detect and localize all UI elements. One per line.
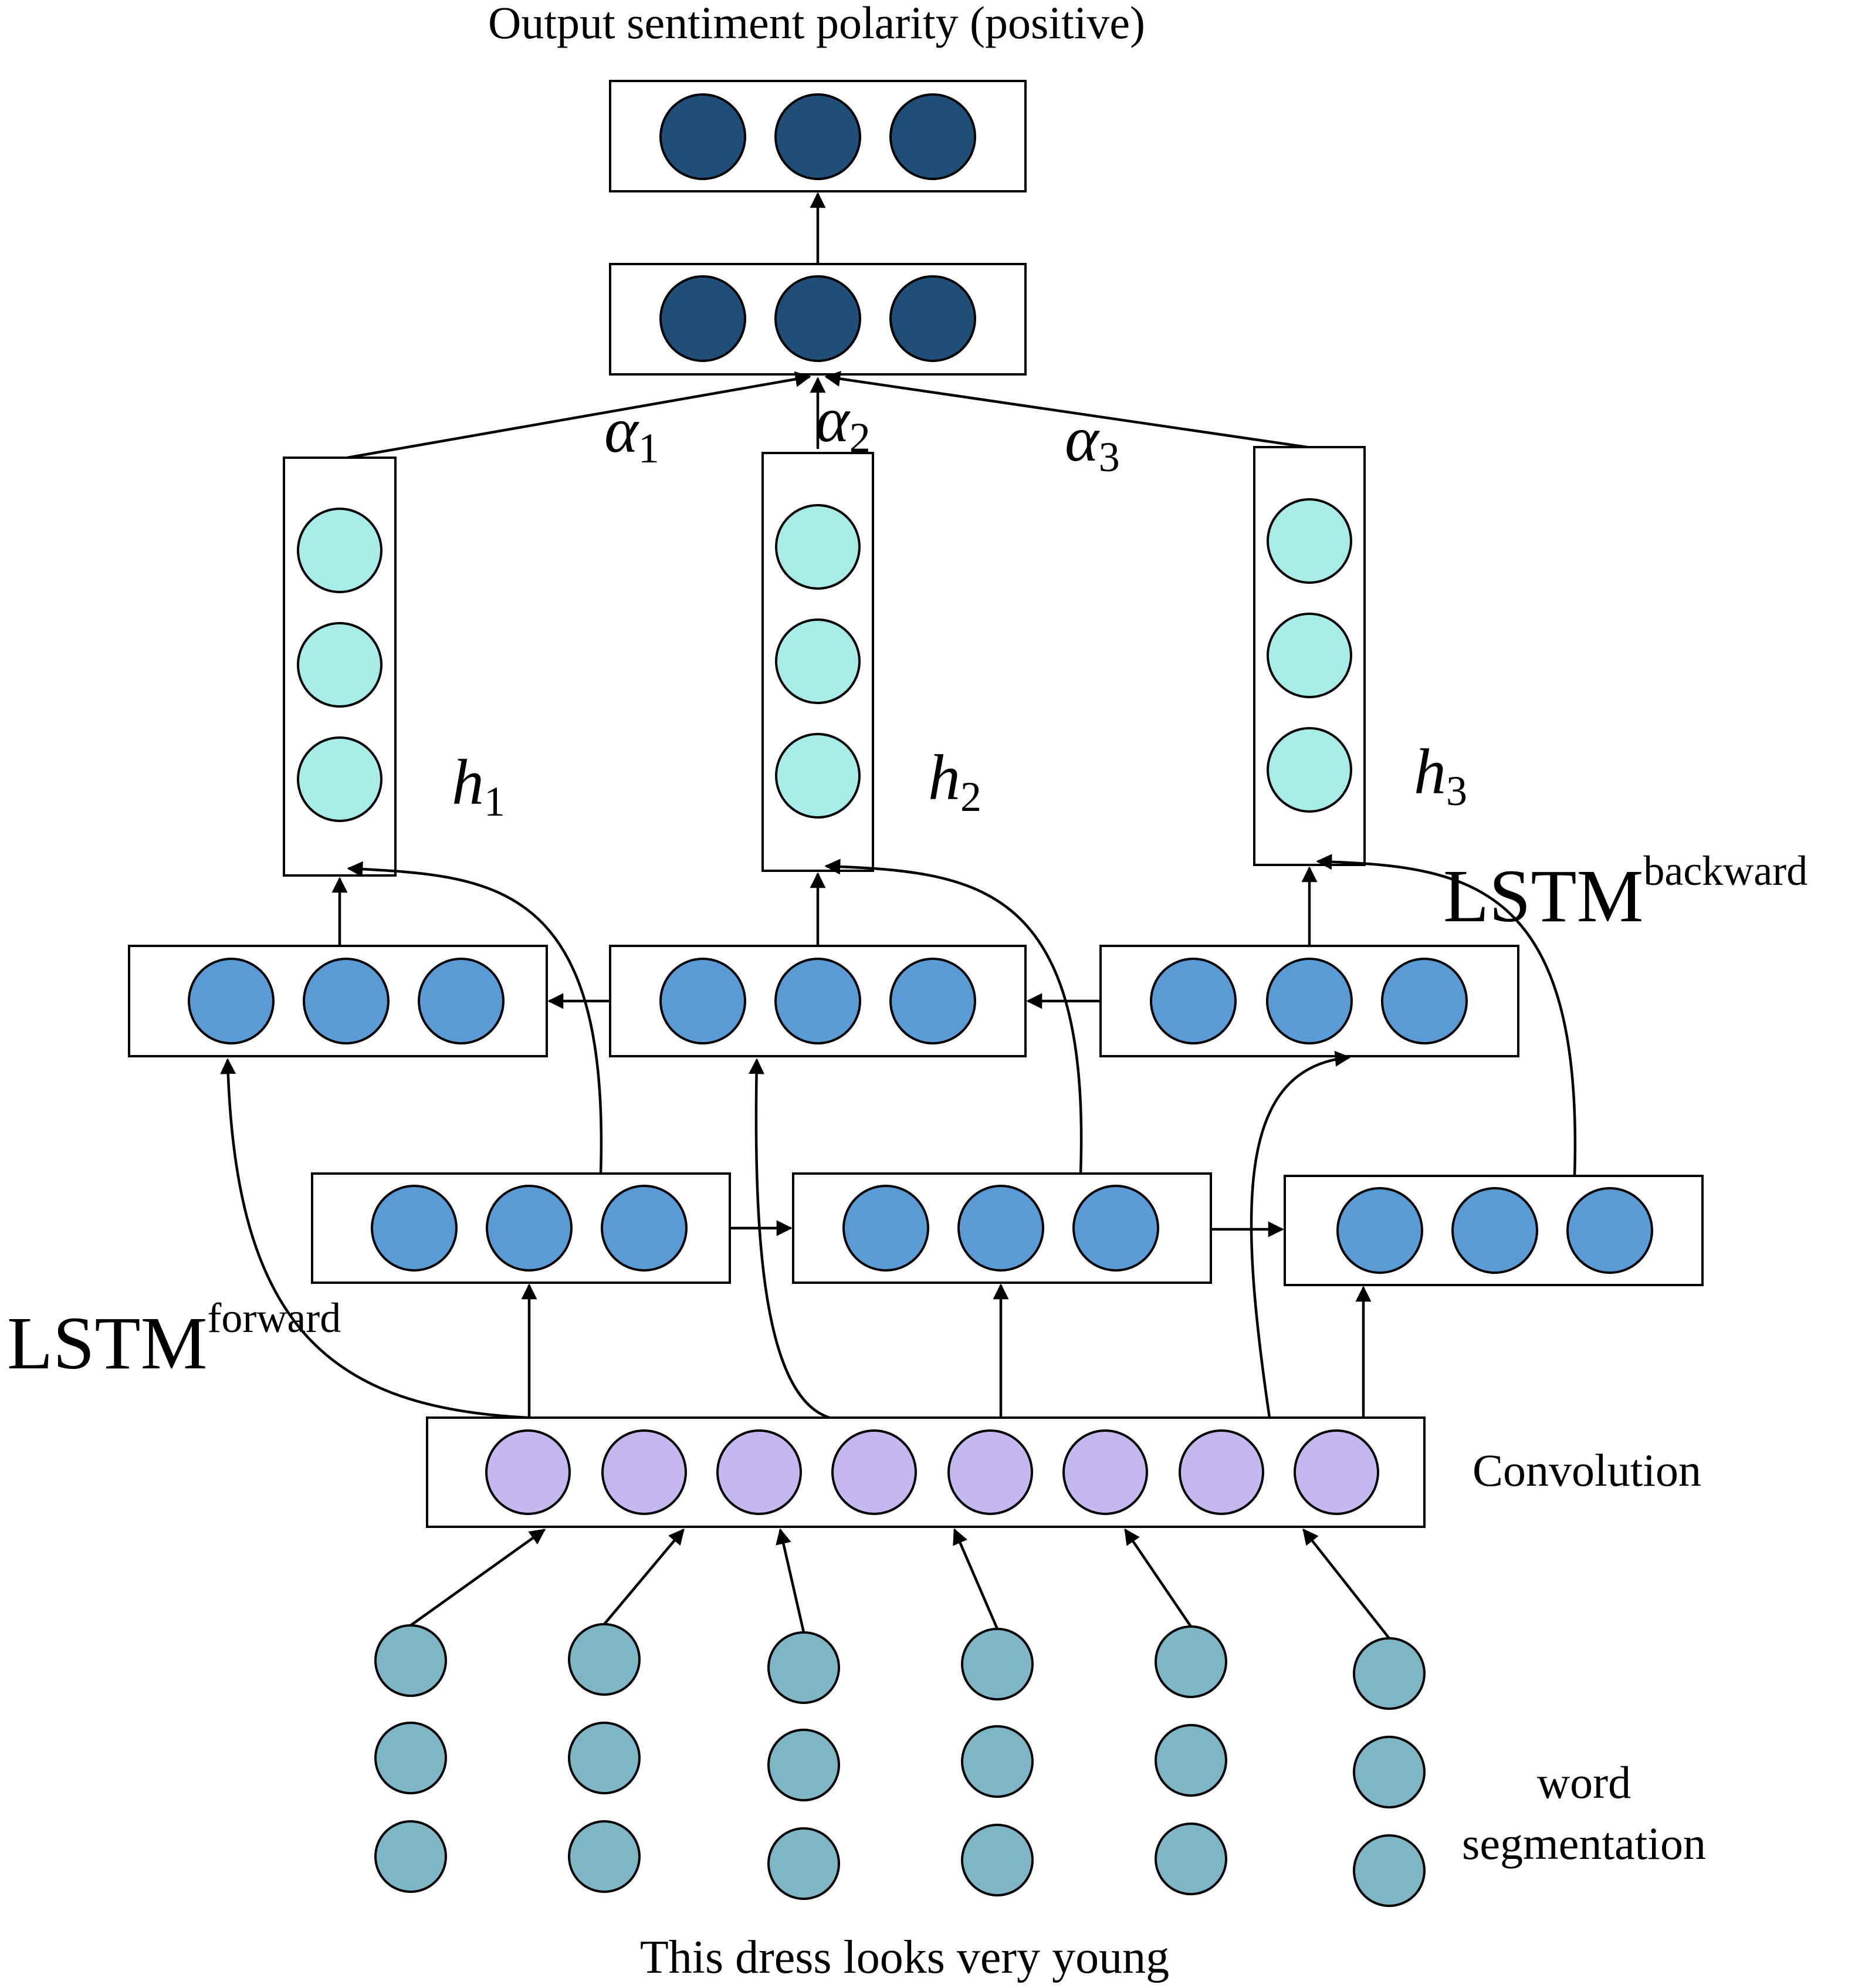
conv-to-backward-3-curve (1250, 1050, 1351, 1418)
conv-node (1179, 1429, 1264, 1515)
alpha-3-label: α3 (1065, 403, 1120, 481)
forward-lstm-nodes (371, 1185, 1653, 1274)
conv-to-backward-2-curve (749, 1058, 830, 1419)
attention-node (889, 275, 976, 362)
h3-label: h3 (1414, 736, 1467, 814)
hidden-node (297, 508, 382, 593)
word-4-to-conv-arrow (953, 1528, 999, 1629)
lstm-node (1451, 1187, 1538, 1274)
hidden-node (1267, 727, 1352, 813)
word-node (568, 1820, 641, 1893)
lstm-node (1381, 958, 1468, 1044)
h3-to-attention-line (824, 371, 1308, 449)
lstm-backward-label: LSTMbackward (1443, 847, 1807, 938)
word-node (374, 1820, 447, 1893)
alpha-1-label: α1 (604, 394, 659, 472)
word-2-to-conv-arrow (603, 1528, 685, 1625)
lstm-node (486, 1185, 573, 1272)
word-node (961, 1725, 1034, 1798)
word-node (1353, 1834, 1426, 1907)
conv-to-backward-1-curve (220, 1058, 530, 1419)
convolution-label: Convolution (1473, 1445, 1701, 1496)
conv-node (831, 1429, 917, 1515)
lstm-node (371, 1185, 458, 1272)
hidden-node (775, 618, 861, 704)
alpha-2-label: α2 (815, 384, 871, 461)
conv-node (485, 1429, 571, 1515)
lstm-forward-label: LSTMforward (7, 1294, 341, 1385)
forward-2-to-h2-curve (824, 858, 1083, 1174)
word-3-to-conv-arrow (776, 1528, 805, 1633)
lstm-node (303, 958, 390, 1044)
word-node (1353, 1736, 1426, 1808)
convolution-layer-box (426, 1416, 1426, 1528)
word-segmentation-label-line2: segmentation (1462, 1818, 1706, 1869)
conv-node (947, 1429, 1033, 1515)
conv-node (1294, 1429, 1379, 1515)
forward-1-to-h1-curve (347, 861, 603, 1174)
conv-node (601, 1429, 687, 1515)
word-node (1155, 1625, 1227, 1698)
hidden-node (1267, 613, 1352, 698)
output-nodes (659, 93, 976, 180)
attention-node (774, 275, 861, 362)
input-sentence: This dress looks very young (640, 1932, 1169, 1983)
word-node (568, 1722, 641, 1794)
output-node (659, 93, 746, 180)
lstm-node (1266, 958, 1353, 1044)
word-node (374, 1722, 447, 1794)
diagram-title: Output sentiment polarity (positive) (488, 0, 1145, 48)
lstm-node (1072, 1185, 1159, 1272)
convolution-nodes (485, 1429, 1379, 1515)
conv-node (1062, 1429, 1148, 1515)
lstm-node (889, 958, 976, 1044)
lstm-node (1336, 1187, 1423, 1274)
word-1-to-conv-arrow (409, 1529, 546, 1627)
word-node (1155, 1724, 1227, 1797)
h1-to-attention-line (347, 371, 811, 459)
lstm-node (659, 958, 746, 1044)
hidden-node (297, 622, 382, 708)
conv-node (716, 1429, 802, 1515)
word-node (1353, 1637, 1426, 1710)
word-node (767, 1729, 840, 1801)
output-node (774, 93, 861, 180)
lstm-node (1566, 1187, 1653, 1274)
word-node (767, 1827, 840, 1900)
forward-3-to-h3-curve (1316, 854, 1577, 1176)
word-node (568, 1623, 641, 1696)
lstm-node (418, 958, 505, 1044)
word-6-to-conv-arrow (1302, 1528, 1390, 1639)
word-segmentation-label-line1: word (1537, 1757, 1631, 1808)
attention-node (659, 275, 746, 362)
h1-label: h1 (452, 746, 505, 825)
word-node (767, 1631, 840, 1704)
backward-lstm-nodes (188, 958, 1468, 1044)
word-node (961, 1628, 1034, 1700)
hidden-node (1267, 498, 1352, 584)
attention-nodes (659, 275, 976, 362)
lstm-node (601, 1185, 688, 1272)
output-node (889, 93, 976, 180)
lstm-node (957, 1185, 1044, 1272)
h2-label: h2 (928, 742, 981, 820)
word-node (961, 1824, 1034, 1896)
word-5-to-conv-arrow (1124, 1528, 1192, 1628)
lstm-node (842, 1185, 929, 1272)
word-node (374, 1624, 447, 1697)
lstm-node (774, 958, 861, 1044)
word-node (1155, 1823, 1227, 1895)
hidden-node (775, 504, 861, 590)
hidden-node (297, 736, 382, 822)
lstm-node (1150, 958, 1237, 1044)
hidden-nodes (297, 498, 1352, 822)
word-vectors (374, 1623, 1426, 1907)
lstm-node (188, 958, 275, 1044)
hidden-node (775, 733, 861, 819)
